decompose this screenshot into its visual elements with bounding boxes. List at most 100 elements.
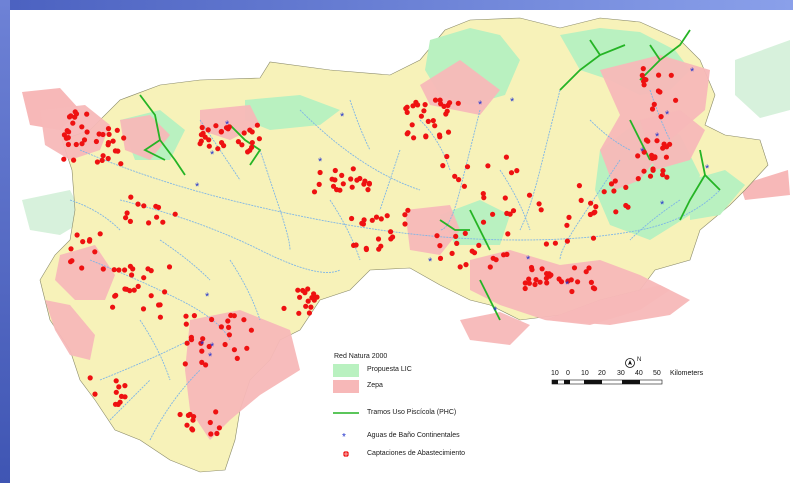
supply-point <box>215 146 221 152</box>
supply-point <box>505 231 511 237</box>
supply-point <box>297 294 303 300</box>
supply-point <box>94 159 100 165</box>
supply-point <box>145 266 151 272</box>
supply-point <box>188 337 195 343</box>
supply-point <box>635 176 641 182</box>
supply-point <box>375 236 382 242</box>
supply-point <box>248 327 254 333</box>
supply-point <box>566 214 572 220</box>
supply-point <box>231 347 237 353</box>
supply-point <box>247 127 253 133</box>
supply-point <box>116 384 122 390</box>
supply-point <box>84 129 90 135</box>
supply-point <box>359 220 365 226</box>
supply-point <box>305 286 311 292</box>
supply-point <box>556 276 562 282</box>
supply-point <box>334 187 340 193</box>
supply-point <box>461 183 467 189</box>
bathing-point: * <box>510 96 515 108</box>
supply-point <box>219 140 225 146</box>
supply-point <box>316 181 322 187</box>
supply-point <box>480 219 487 225</box>
supply-point <box>650 166 656 172</box>
supply-point <box>608 181 615 187</box>
supply-point <box>571 265 578 271</box>
supply-point <box>564 238 570 244</box>
supply-point <box>510 208 517 214</box>
supply-point <box>422 102 428 108</box>
scale-label-6: 50 <box>653 370 661 377</box>
supply-point <box>146 220 152 226</box>
supply-point <box>184 422 190 428</box>
supply-point <box>123 215 129 221</box>
supply-point <box>177 411 183 418</box>
supply-point <box>543 275 549 281</box>
supply-point <box>205 127 211 133</box>
supply-point <box>641 77 648 83</box>
supply-point <box>105 140 112 146</box>
supply-point <box>656 72 662 78</box>
supply-point <box>226 324 232 330</box>
supply-point <box>463 262 469 268</box>
supply-point <box>522 280 528 286</box>
basin-map: ********************* * <box>22 17 790 473</box>
supply-point <box>249 140 255 146</box>
supply-point <box>129 272 135 278</box>
supply-point <box>65 135 71 141</box>
supply-point <box>453 233 459 239</box>
supply-point <box>241 130 247 136</box>
bathing-point: * <box>205 291 210 303</box>
supply-point <box>105 155 111 162</box>
supply-point <box>481 195 487 201</box>
supply-point <box>362 178 368 184</box>
supply-point <box>84 111 90 117</box>
bathing-point: * <box>340 111 345 123</box>
supply-point <box>432 97 439 103</box>
supply-point <box>100 153 106 159</box>
supply-point <box>612 178 618 184</box>
supply-point <box>200 336 206 342</box>
bathing-point: * <box>210 149 215 161</box>
supply-point <box>254 122 260 128</box>
scale-label-3: 20 <box>598 370 606 377</box>
supply-point <box>113 389 119 395</box>
supply-point <box>166 264 173 270</box>
supply-point <box>153 203 159 209</box>
supply-point <box>241 317 247 323</box>
supply-point <box>81 137 88 143</box>
bathing-point: * <box>660 199 665 211</box>
supply-point <box>536 201 542 207</box>
outside-lic-east <box>735 40 790 118</box>
supply-point <box>340 181 346 187</box>
supply-point <box>533 277 539 283</box>
supply-point <box>568 277 574 283</box>
supply-point <box>663 154 669 160</box>
supply-point <box>421 108 427 114</box>
supply-point <box>127 263 133 269</box>
supply-point <box>209 316 215 323</box>
supply-point <box>311 291 317 297</box>
supply-point <box>184 340 190 346</box>
legend-bathing-symbol: * <box>342 432 346 443</box>
left-rail <box>0 0 10 483</box>
supply-point <box>373 214 380 220</box>
supply-point <box>68 246 74 252</box>
supply-point <box>455 100 461 106</box>
supply-point <box>447 100 453 106</box>
supply-point <box>296 310 302 316</box>
supply-point <box>128 194 134 200</box>
legend-title: Red Natura 2000 <box>334 353 388 360</box>
supply-point <box>664 144 670 150</box>
supply-point <box>673 97 679 103</box>
legend-label-reaches: Tramos Uso Piscícola (PHC) <box>367 409 457 416</box>
supply-point <box>198 340 204 346</box>
supply-point <box>226 124 232 130</box>
supply-point <box>647 173 654 179</box>
supply-point <box>476 242 482 248</box>
supply-point <box>199 348 205 354</box>
supply-point <box>365 187 371 193</box>
supply-point <box>64 128 70 134</box>
supply-point <box>122 286 128 292</box>
legend-label-lic: Propuesta LIC <box>367 366 412 373</box>
supply-point <box>225 318 231 324</box>
